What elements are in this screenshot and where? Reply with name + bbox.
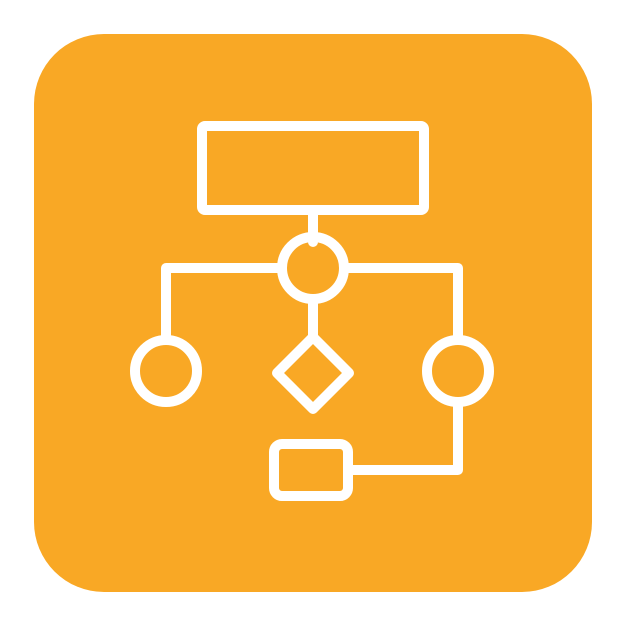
- left-circle-node: [130, 335, 202, 407]
- connector-center-to-right: [339, 263, 463, 345]
- bottom-process-box: [269, 439, 353, 501]
- connector-center-to-left: [161, 263, 287, 345]
- decision-diamond: [272, 332, 354, 414]
- connector-right-to-small-box: [343, 397, 463, 475]
